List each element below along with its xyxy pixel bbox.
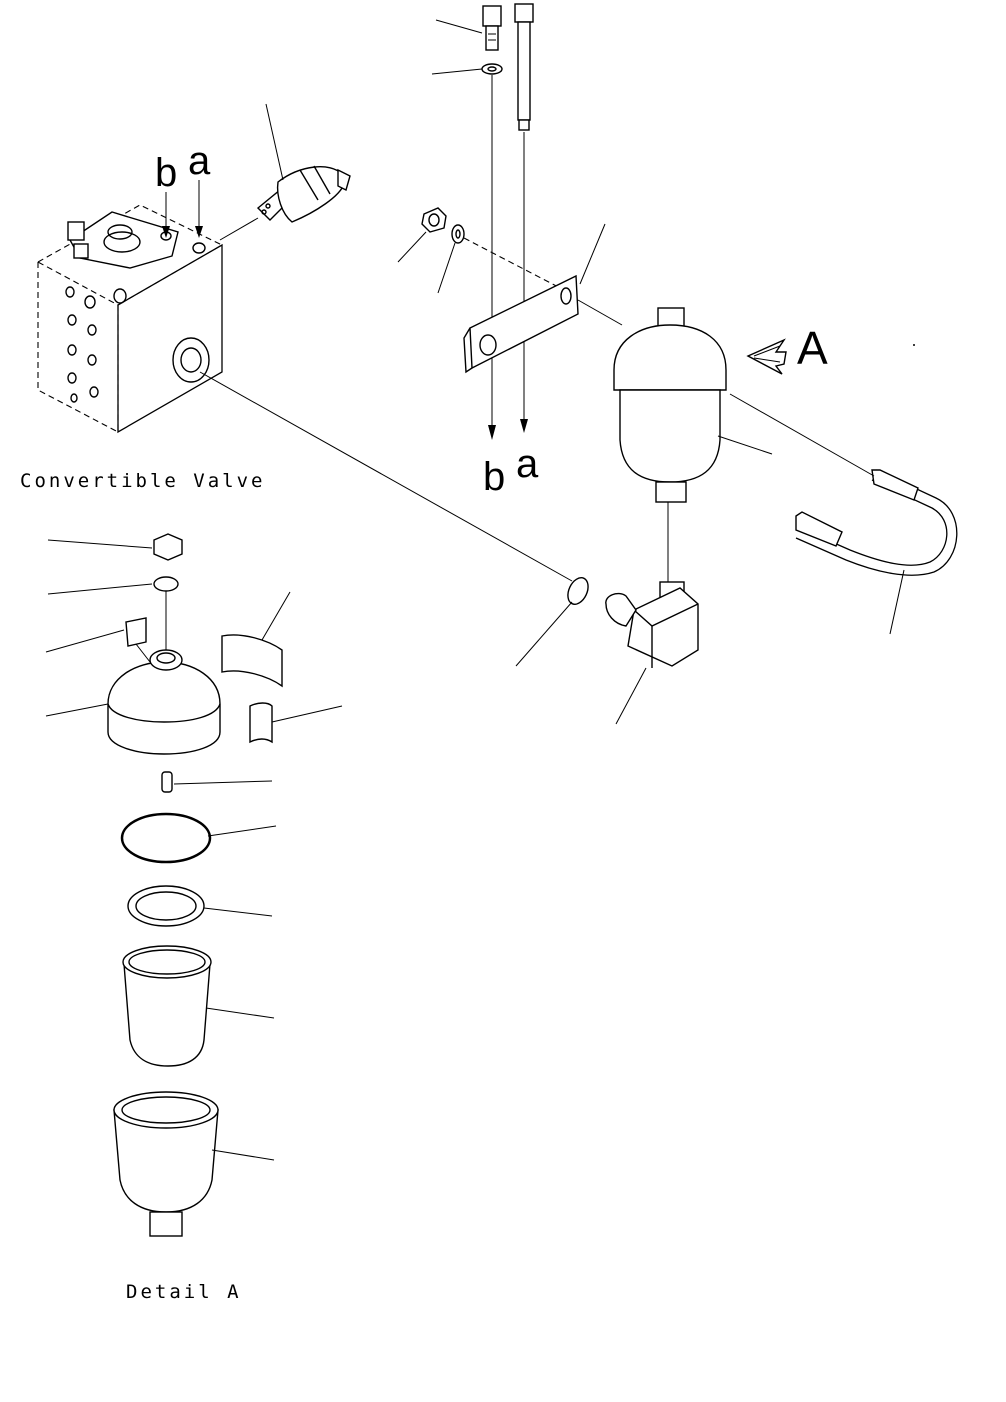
detail-a-label-plate <box>45 617 151 663</box>
bent-tube <box>729 393 958 635</box>
detail-a-o-ring-large <box>120 812 277 864</box>
pressure-switch <box>219 103 351 241</box>
mark-b-bottom: b <box>483 455 505 499</box>
o-ring-valve <box>199 371 589 667</box>
nut <box>397 207 447 263</box>
mounting-bracket <box>463 223 623 374</box>
detail-a-pin <box>161 771 273 793</box>
detail-a-backup-ring <box>127 885 273 927</box>
convertible-valve-label: Convertible Valve <box>20 470 265 492</box>
convertible-valve-block <box>37 204 224 434</box>
view-a-label: A <box>797 322 828 374</box>
view-a-arrow: A <box>746 322 828 375</box>
elbow-fitting <box>605 581 699 725</box>
bolt-long <box>514 3 534 433</box>
detail-a-plug <box>47 533 183 561</box>
filter-assembly <box>613 307 773 582</box>
mark-b-top: b <box>155 151 177 195</box>
valve-port-marks: b a <box>155 139 211 238</box>
detail-a-filter-head <box>45 649 221 755</box>
mark-a-top: a <box>188 139 211 183</box>
detail-a-caption: Detail A <box>126 1281 242 1303</box>
washer-top <box>431 63 503 440</box>
washer-side <box>437 224 565 294</box>
bolt-short <box>435 5 502 51</box>
detail-a-o-ring-small <box>47 576 179 650</box>
detail-a-bowl <box>113 1091 275 1237</box>
detail-a-label-wrap-side <box>249 702 343 744</box>
detail-a-element <box>122 945 275 1067</box>
leader-switch <box>265 103 284 181</box>
detail-a-label-wrap-top <box>221 591 291 688</box>
mark-a-bottom: a <box>516 442 539 486</box>
